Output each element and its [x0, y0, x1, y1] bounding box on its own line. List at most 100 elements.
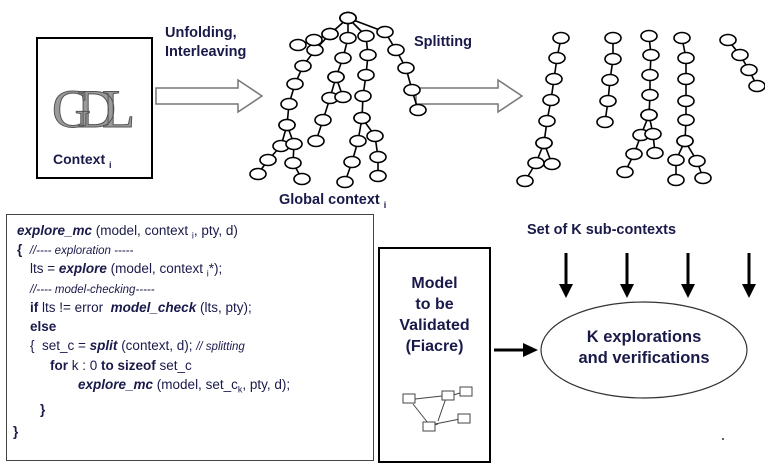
ellipse-label-line2: and verifications	[578, 349, 710, 367]
tree-node	[403, 83, 421, 97]
tree-node	[366, 129, 384, 143]
tree-node	[376, 25, 394, 39]
tree-node	[673, 31, 691, 45]
tree-node	[625, 147, 643, 161]
tree-node	[397, 61, 415, 75]
tree-node	[545, 72, 563, 86]
code-line: else	[30, 319, 56, 334]
code-brace: }	[13, 424, 19, 439]
down-arrow	[681, 253, 695, 298]
model-label-line2: to be	[415, 296, 454, 313]
model-label-line1: Model	[411, 275, 458, 292]
unfolding-arrow	[155, 78, 264, 114]
model-to-ellipse-arrow	[494, 343, 538, 357]
tree-node	[321, 27, 339, 41]
tree-node	[641, 88, 659, 102]
code-text: (lts, pty);	[196, 300, 252, 315]
code-line: explore_mc (model, context i, pty, d)	[17, 223, 238, 241]
tree-node	[259, 153, 277, 167]
tree-node	[286, 77, 304, 91]
tree-node	[596, 115, 614, 129]
tree-node	[278, 118, 296, 132]
context-label: Context i	[53, 151, 112, 170]
tree-node	[280, 97, 298, 111]
ellipse-label: K explorations and verifications	[549, 327, 739, 369]
code-line: }	[40, 402, 45, 417]
code-line: explore_mc (model, set_ck, pty, d);	[78, 377, 290, 395]
gdl-logo: GDL	[52, 79, 147, 140]
tree-node	[641, 68, 659, 82]
tree-node	[285, 137, 303, 151]
tree-node	[640, 29, 658, 43]
tree-node	[616, 165, 634, 179]
tree-node	[646, 146, 664, 160]
tree-node	[694, 171, 712, 185]
tree-node	[307, 134, 325, 148]
splitting-label: Splitting	[414, 34, 472, 50]
code-text: lts != error	[38, 300, 111, 315]
tree-node	[535, 136, 553, 150]
code-text: (context, d);	[117, 338, 197, 353]
tree-node	[677, 72, 695, 86]
tree-node	[543, 157, 561, 171]
global-context-text: Global context	[279, 192, 380, 208]
model-box: Model to be Validated (Fiacre)	[378, 247, 491, 463]
tree-node	[387, 43, 405, 57]
code-keyword: to sizeof	[101, 358, 156, 373]
tree-node	[527, 156, 545, 170]
code-fn: explore	[58, 261, 107, 276]
tree-node	[644, 127, 662, 141]
context-label-sub: i	[109, 159, 112, 170]
model-label-line4: (Fiacre)	[405, 338, 464, 355]
code-text: k : 0	[68, 358, 102, 373]
code-box: explore_mc (model, context i, pty, d) { …	[6, 214, 374, 461]
tree-node	[354, 89, 372, 103]
tree-node	[343, 155, 361, 169]
code-brace: {	[17, 242, 23, 257]
tree-node	[334, 51, 352, 65]
code-text: , pty, d)	[193, 223, 238, 238]
tree-node	[327, 70, 345, 84]
model-graph-icon	[402, 386, 473, 432]
tree-node	[599, 94, 617, 108]
code-comment: //---- exploration -----	[29, 245, 134, 257]
tree-node	[294, 59, 312, 73]
tree-node	[336, 175, 354, 189]
tree-node	[548, 51, 566, 65]
code-brace: }	[40, 402, 46, 417]
code-keyword: else	[30, 319, 57, 334]
unfolding-label: Unfolding, Interleaving	[165, 24, 246, 62]
model-label-line3: Validated	[399, 317, 470, 334]
down-arrow	[620, 253, 634, 298]
context-label-text: Context	[53, 151, 106, 167]
code-line: }	[13, 424, 18, 439]
tree-node	[409, 103, 427, 117]
code-text: { set_c =	[30, 338, 90, 353]
tree-node	[305, 33, 323, 47]
code-fn: explore_mc	[78, 377, 154, 392]
unfolding-label-line1: Unfolding,	[165, 25, 237, 41]
code-text: (model, context	[92, 223, 192, 238]
tree-node	[516, 174, 534, 188]
code-line: lts = explore (model, context i*);	[30, 261, 222, 279]
code-text: set_c	[155, 358, 192, 373]
explorations-ellipse	[540, 301, 748, 399]
subcontexts-label: Set of K sub-contexts	[527, 222, 677, 238]
down-arrow	[742, 253, 756, 298]
tree-node	[677, 113, 695, 127]
global-context-label: Global context i	[279, 192, 386, 210]
tree-node	[369, 150, 387, 164]
tree-node	[731, 48, 749, 62]
tree-node	[748, 79, 765, 93]
context-box: GDL Context i	[36, 37, 153, 179]
tree-node	[604, 52, 622, 66]
code-text: lts =	[30, 261, 59, 276]
tree-node	[667, 173, 685, 187]
tree-node	[542, 93, 560, 107]
tree-node	[357, 29, 375, 43]
tree-node	[357, 68, 375, 82]
code-fn: split	[89, 338, 118, 353]
trees-group	[249, 11, 765, 189]
